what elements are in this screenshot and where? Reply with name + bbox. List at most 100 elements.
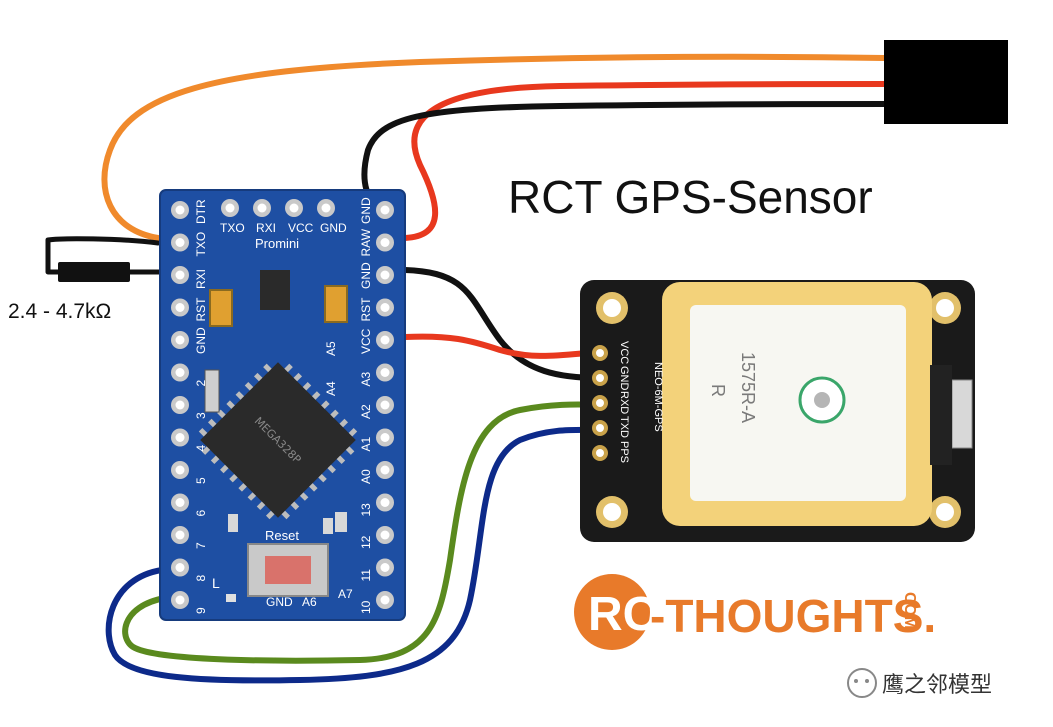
chip-leg [345, 446, 355, 455]
left-pin-hole-center [175, 595, 185, 605]
right-pin-hole-center [380, 433, 390, 442]
left-pin-label: 2 [194, 380, 208, 387]
left-pin-label: 3 [194, 412, 208, 419]
gps-pin-center [596, 349, 604, 357]
chip-leg [290, 501, 300, 511]
chip-leg [198, 427, 208, 437]
right-pin-label: A3 [359, 371, 373, 386]
left-pin-label: 9 [194, 607, 208, 614]
top-pin-hole-center [321, 203, 331, 213]
gps-pin-label: PPS [618, 441, 630, 463]
left-pin-label: DTR [194, 199, 208, 224]
gps-pin-center [596, 399, 604, 407]
left-pin-label: 4 [194, 445, 208, 452]
blue-wire [105, 426, 603, 684]
left-pin-label: GND [194, 327, 208, 354]
top-pin-label-1: RXI [256, 221, 276, 235]
top-pin-hole-center [257, 203, 267, 213]
led [226, 594, 236, 602]
right-pin-label: RAW [359, 228, 373, 256]
chip-leg [348, 427, 358, 437]
gps-pin-label: GND [618, 366, 630, 391]
logo-left: RC [588, 588, 657, 641]
model-label: Promini [255, 236, 299, 251]
red-wire-top [402, 81, 887, 241]
right-pin-holes [376, 201, 394, 609]
gps-pin-label: RXD [618, 391, 630, 414]
right-pin-hole-center [380, 595, 390, 605]
mount-hole-br [929, 496, 961, 528]
right-pin-hole-center [380, 530, 390, 540]
right-pin-hole-center [380, 303, 390, 312]
right-pin-label: A2 [359, 404, 373, 419]
left-pin-hole-center [175, 270, 185, 280]
chip-leg [201, 446, 211, 455]
gps-antenna-face [690, 305, 906, 501]
cap-right [324, 285, 348, 323]
arduino-pro-mini: MEGA328P Reset Promini L TXO RXI VCC GND… [159, 189, 406, 621]
chip-leg [220, 464, 229, 474]
mount-hole-tr [929, 292, 961, 324]
right-pin-label: 13 [359, 503, 373, 517]
black-wire-gps [402, 267, 603, 381]
watermark-text: 鹰之邻模型 [882, 672, 992, 697]
right-pin-label: GND [359, 262, 373, 289]
right-pin-label: 10 [359, 600, 373, 614]
gps-pin-label: VCC [618, 341, 630, 364]
regulator [260, 270, 290, 310]
crystal [204, 369, 220, 413]
top-pin-hole-center [225, 203, 235, 213]
top-pin-label-2: VCC [288, 221, 314, 235]
right-pin-hole-center [380, 270, 390, 280]
left-pin-hole-center [175, 563, 185, 572]
reset-label: Reset [265, 528, 299, 543]
smd-3 [228, 514, 238, 532]
mount-hole-tl [596, 292, 628, 324]
orange-wire [101, 53, 887, 241]
chip-leg [281, 510, 291, 520]
smd-1 [335, 512, 347, 532]
left-pin-hole-center [175, 303, 185, 312]
chip-leg [336, 455, 346, 465]
left-pin-label: 7 [194, 542, 208, 549]
gps-pin-header [592, 345, 608, 461]
chip-leg [210, 455, 220, 465]
chip-leg [309, 483, 318, 492]
gps-side-connector [951, 379, 973, 449]
right-pin-hole-center [380, 465, 390, 475]
top-pin-hole-center [289, 203, 299, 213]
left-pin-label: RST [194, 297, 208, 322]
atmega-chip: MEGA328P [198, 362, 358, 520]
chip-leg [235, 391, 245, 400]
left-pin-label: 8 [194, 575, 208, 582]
inner-label-a4: A4 [324, 381, 338, 396]
right-pin-hole-center [380, 368, 390, 377]
left-pin-hole-center [175, 335, 185, 345]
mount-hole-bl [596, 496, 628, 528]
logo-suffix: COM [901, 592, 918, 629]
left-pin-hole-center [175, 465, 185, 475]
right-pin-label: RST [359, 297, 373, 322]
chip-leg [302, 382, 312, 391]
right-pin-hole-center [380, 238, 390, 247]
chip-leg [207, 418, 217, 428]
chip-leg [238, 483, 247, 492]
top-pin-holes [221, 199, 335, 217]
reset-button [247, 543, 329, 597]
right-pin-hole-center [380, 205, 390, 215]
chip-leg [321, 400, 330, 409]
wires [45, 53, 887, 684]
right-pin-hole-center [380, 335, 390, 345]
antenna-text: 1575R-A [738, 352, 758, 423]
gps-pin-center [596, 374, 604, 382]
bottom-label-a7: A7 [338, 587, 353, 601]
antenna-sub: R [708, 384, 728, 397]
led-label: L [212, 575, 220, 591]
chip-leg [330, 409, 339, 419]
top-pin-label-3: GND [320, 221, 347, 235]
smd-2 [323, 518, 333, 534]
